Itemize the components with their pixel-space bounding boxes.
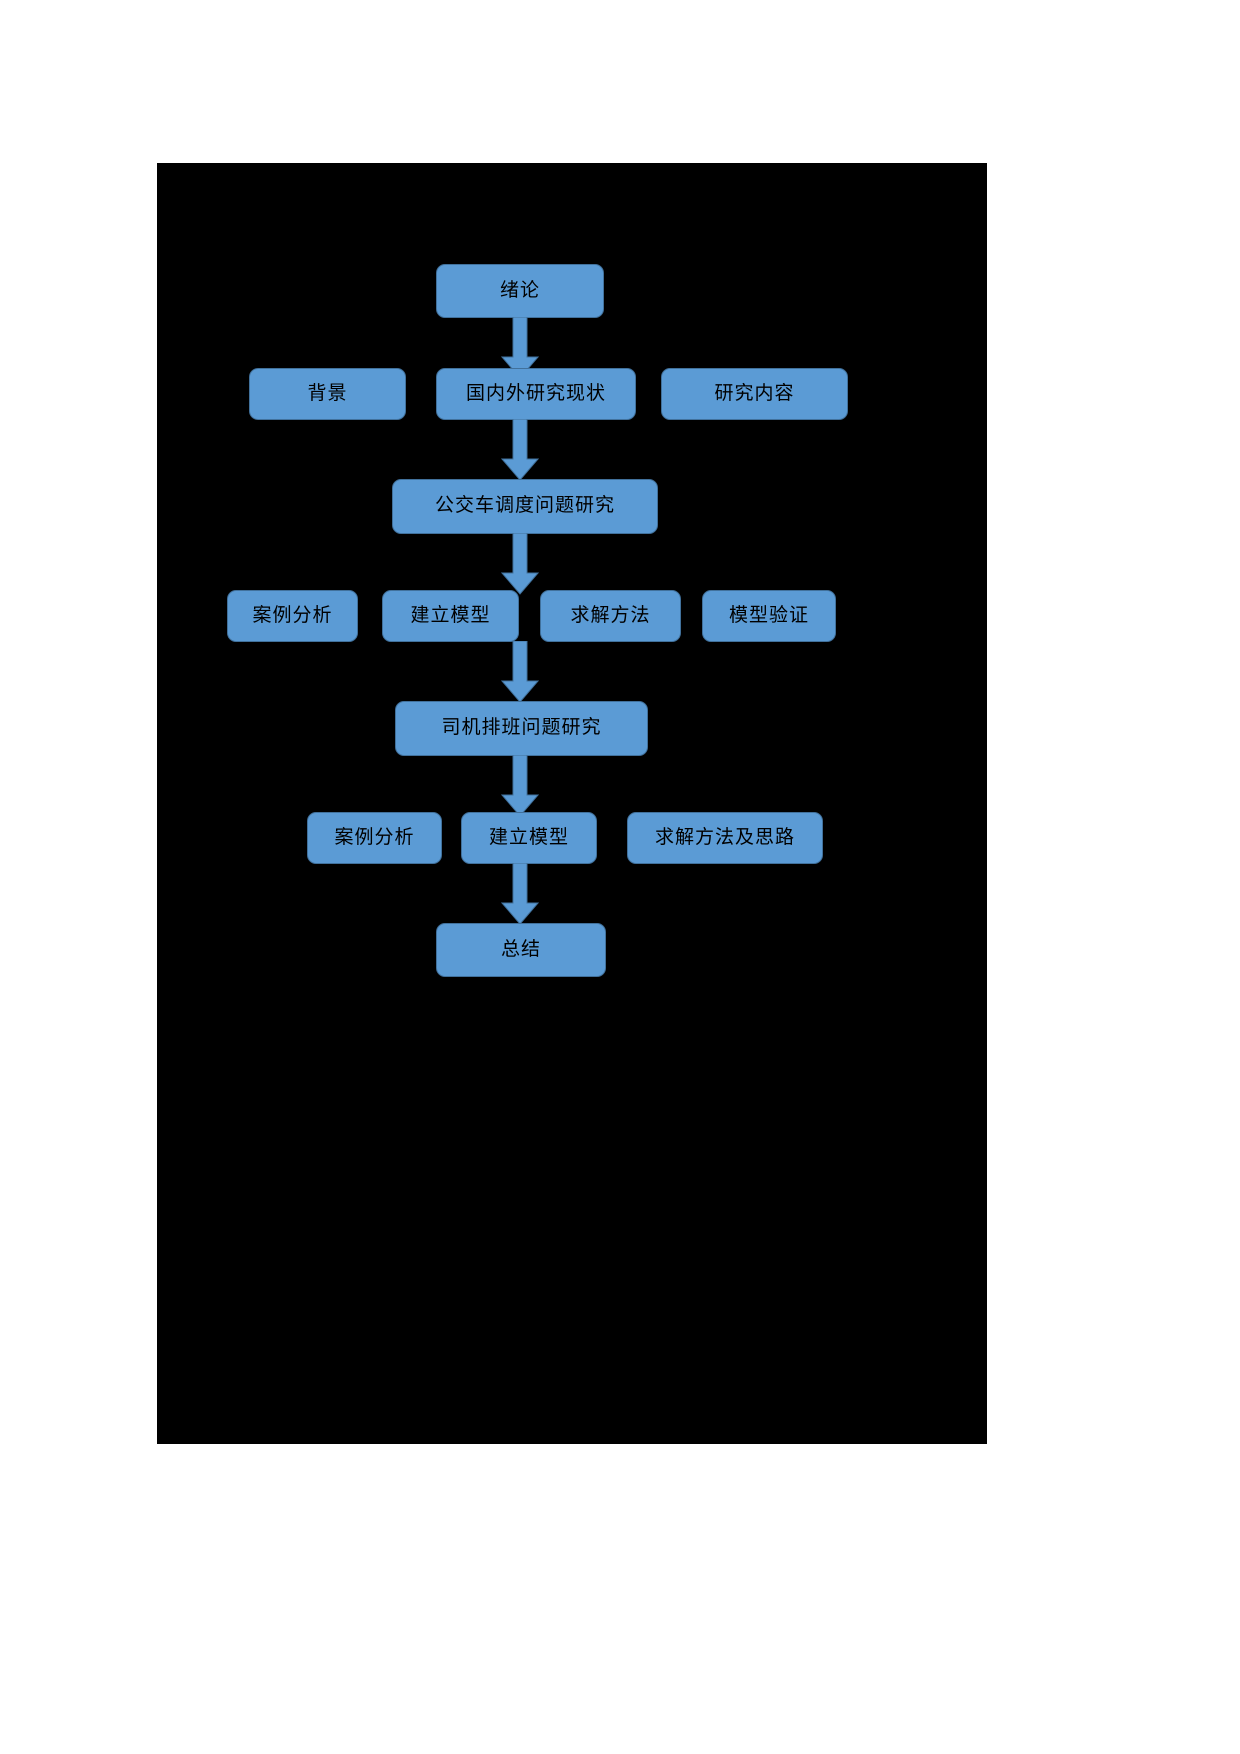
- arrow-models-to-driver-scheduling: [501, 641, 539, 703]
- flow-node-research-status[interactable]: 国内外研究现状: [436, 368, 636, 420]
- flow-node-solution-method-bus[interactable]: 求解方法: [540, 590, 681, 642]
- flow-node-summary[interactable]: 总结: [436, 923, 606, 977]
- flow-node-build-model-bus[interactable]: 建立模型: [382, 590, 519, 642]
- flow-node-research-content[interactable]: 研究内容: [661, 368, 848, 420]
- flowchart: 绪论 背景 国内外研究现状 研究内容 公交车调度问题研究 案例分析 建立模型: [157, 163, 987, 1444]
- arrow-intro-to-research-status: [501, 317, 539, 379]
- arrow-driver-scheduling-to-models2: [501, 755, 539, 817]
- arrow-models2-to-summary: [501, 863, 539, 925]
- flow-node-case-analysis-driver[interactable]: 案例分析: [307, 812, 442, 864]
- flow-node-intro[interactable]: 绪论: [436, 264, 604, 318]
- flow-node-case-analysis-bus[interactable]: 案例分析: [227, 590, 358, 642]
- flow-node-build-model-driver[interactable]: 建立模型: [461, 812, 597, 864]
- arrow-bus-scheduling-to-models: [501, 533, 539, 595]
- flow-node-model-validation-bus[interactable]: 模型验证: [702, 590, 836, 642]
- arrow-research-status-to-bus-scheduling: [501, 419, 539, 481]
- flow-node-driver-scheduling[interactable]: 司机排班问题研究: [395, 701, 648, 756]
- document-page-canvas: 绪论 背景 国内外研究现状 研究内容 公交车调度问题研究 案例分析 建立模型: [157, 163, 987, 1444]
- flow-node-bus-scheduling[interactable]: 公交车调度问题研究: [392, 479, 658, 534]
- flow-node-background[interactable]: 背景: [249, 368, 406, 420]
- flow-node-solution-method-ideas[interactable]: 求解方法及思路: [627, 812, 823, 864]
